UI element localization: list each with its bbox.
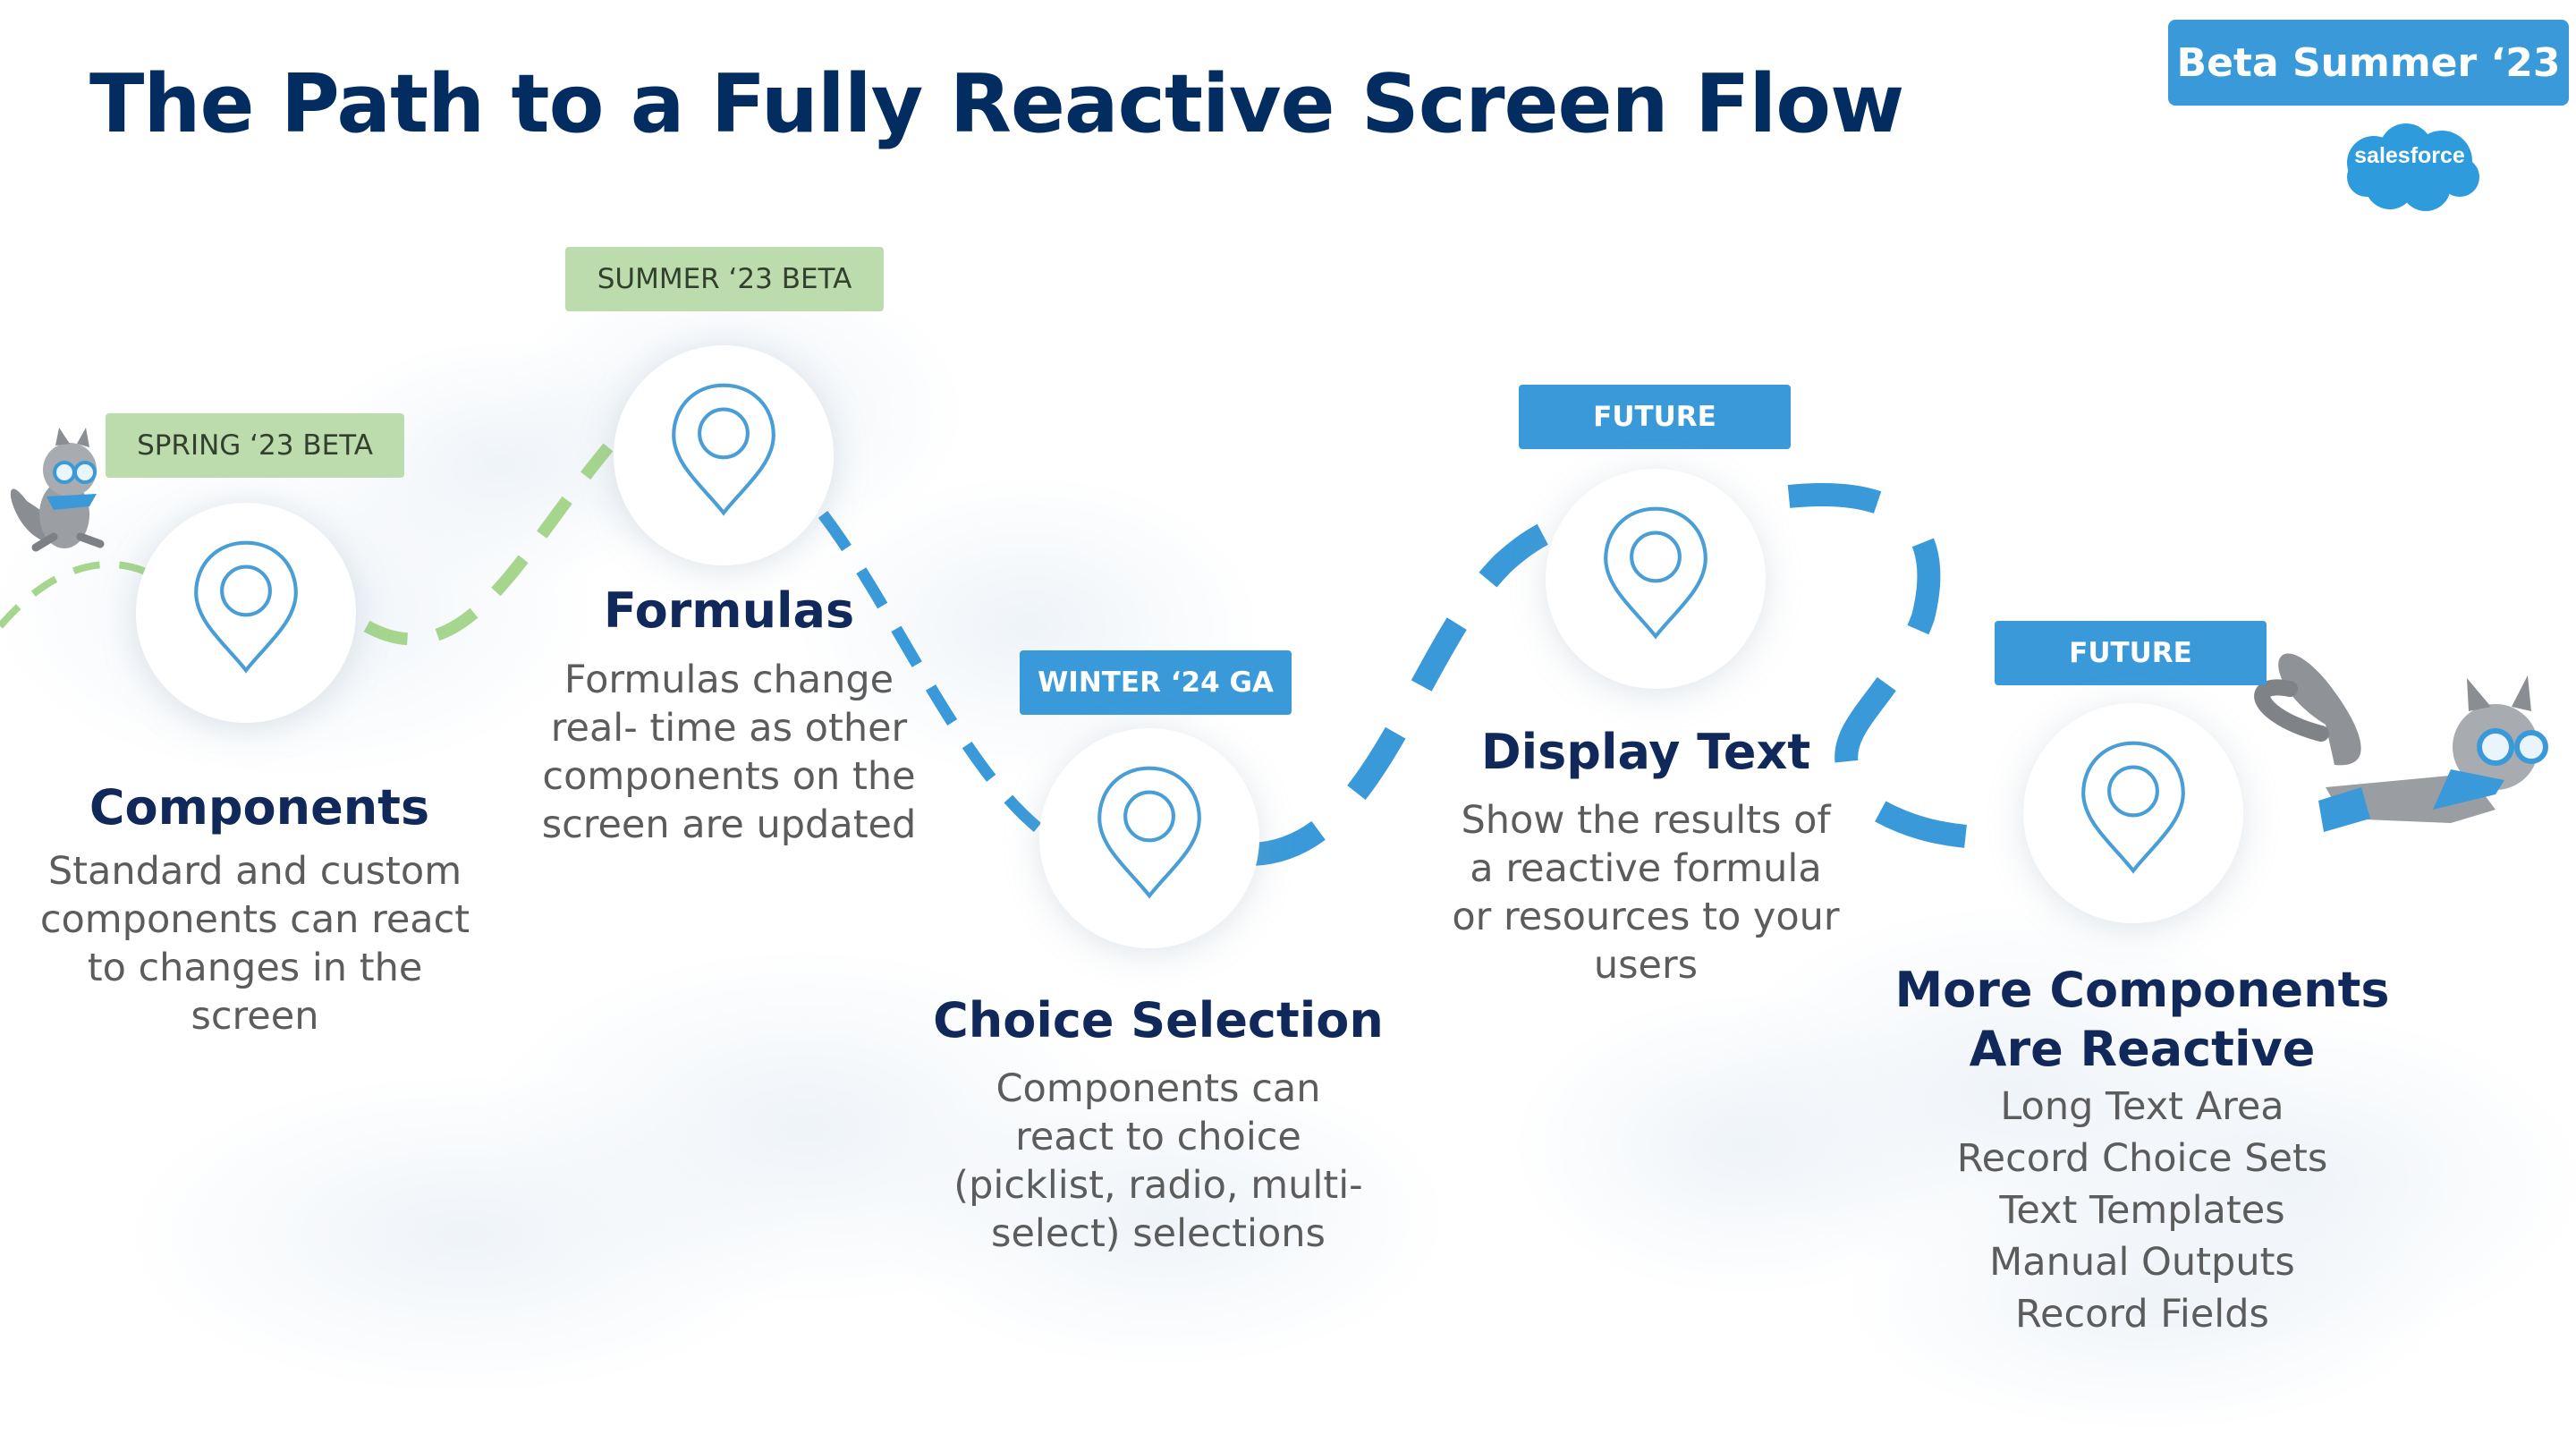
list-item: Manual Outputs	[1989, 1240, 2295, 1285]
milestone-choice-selection	[1039, 728, 1259, 948]
milestone-title-more-components: More Components Are Reactive	[1894, 962, 2390, 1077]
map-pin-icon	[672, 383, 775, 516]
cloud-decoration	[0, 259, 2576, 1431]
tag-winter-24-ga: WINTER ‘24 GA	[1020, 650, 1292, 715]
map-pin-icon	[194, 540, 298, 674]
milestone-title-formulas: Formulas	[603, 582, 855, 639]
milestone-components	[136, 503, 356, 723]
reactive-components-list: Long Text Area Record Choice Sets Text T…	[1887, 1081, 2397, 1340]
milestone-formulas	[614, 345, 834, 565]
squirrel-mascot-running	[10, 428, 105, 552]
path-segment-green	[363, 443, 614, 646]
milestone-title-choice-selection: Choice Selection	[933, 992, 1384, 1048]
salesforce-logo	[2347, 123, 2479, 211]
milestone-more-components	[2023, 703, 2243, 923]
list-item: Record Fields	[2015, 1292, 2269, 1337]
milestone-desc-display-text: Show the results of a reactive formula o…	[1452, 798, 1840, 988]
list-item: Long Text Area	[2000, 1084, 2284, 1129]
tag-future-display-text: FUTURE	[1519, 385, 1791, 449]
list-item: Record Choice Sets	[1956, 1136, 2328, 1181]
milestone-desc-components: Standard and custom components can react…	[39, 849, 470, 1039]
tag-future-more-components: FUTURE	[1995, 621, 2267, 685]
milestone-title-display-text: Display Text	[1480, 724, 1811, 780]
slide-title: The Path to a Fully Reactive Screen Flow	[89, 57, 1904, 151]
map-pin-icon	[1604, 506, 1707, 640]
map-pin-icon	[1097, 766, 1201, 899]
list-item: Text Templates	[1999, 1188, 2285, 1233]
tag-spring-23-beta: SPRING ‘23 BETA	[106, 413, 404, 478]
tag-summer-23-beta: SUMMER ‘23 BETA	[565, 247, 884, 311]
milestone-display-text	[1546, 469, 1766, 689]
squirrel-mascot-flying	[2254, 653, 2548, 832]
map-pin-icon	[2081, 741, 2185, 874]
milestone-title-components: Components	[89, 779, 430, 836]
milestone-desc-formulas: Formulas change real- time as other comp…	[541, 658, 917, 847]
release-badge: Beta Summer ‘23	[2168, 20, 2569, 106]
path-segment-green	[0, 560, 149, 629]
path-segment-blue-thick	[1787, 483, 2004, 851]
salesforce-logo-text: salesforce	[2354, 143, 2465, 168]
milestone-desc-choice-selection: Components can react to choice (picklist…	[953, 1066, 1363, 1256]
